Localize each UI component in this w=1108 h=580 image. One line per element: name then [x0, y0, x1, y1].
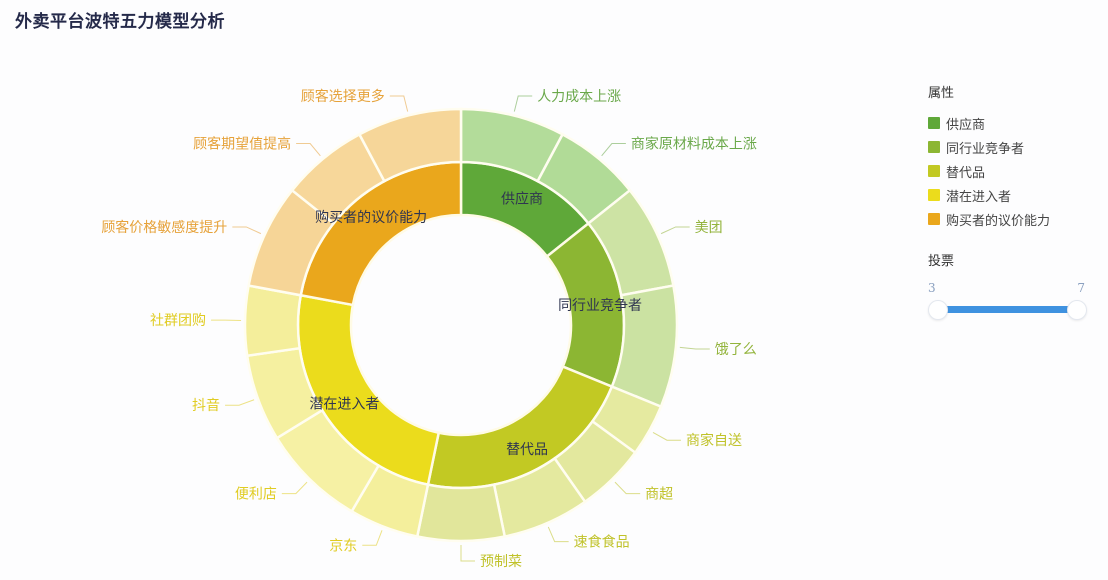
label-leader-line: [601, 143, 626, 157]
label-leader-line: [389, 95, 409, 112]
label-leader-line: [460, 545, 475, 562]
legend-label: 潜在进入者: [946, 189, 1012, 205]
label-leader-line: [652, 431, 681, 441]
slider-track[interactable]: [928, 299, 1093, 320]
legend-item[interactable]: 替代品: [928, 159, 1050, 183]
legend-item[interactable]: 购买者的议价能力: [928, 207, 1050, 231]
slider-range-fill: [946, 306, 1075, 313]
legend-items: 供应商同行业竞争者替代品潜在进入者购买者的议价能力: [928, 111, 1050, 231]
legend-label: 购买者的议价能力: [946, 213, 1051, 229]
vote-range-slider: 投票 3 7: [928, 250, 1093, 320]
legend-title: 属性: [928, 86, 955, 101]
inner-segment-label: 潜在进入者: [309, 396, 379, 412]
legend-item[interactable]: 供应商: [928, 111, 1050, 135]
slider-values: 3 7: [928, 281, 1093, 297]
outer-segment-label: 人力成本上涨: [537, 89, 621, 105]
outer-segment-label: 商家原材料成本上涨: [631, 136, 757, 153]
outer-segment-label: 京东: [329, 538, 357, 554]
outer-segment-label: 顾客选择更多: [301, 88, 385, 105]
legend-swatch-icon: [928, 165, 940, 177]
outer-segment-label: 便利店: [235, 487, 277, 503]
legend-swatch-icon: [928, 141, 940, 153]
outer-segment-label: 抖音: [192, 397, 220, 414]
outer-segment-label: 商超: [645, 487, 673, 503]
legend-swatch-icon: [928, 189, 940, 201]
outer-ring: [243, 107, 679, 543]
label-leader-line: [660, 226, 690, 235]
inner-segment-label: 同行业竞争者: [558, 297, 642, 314]
slider-max-handle[interactable]: [1067, 300, 1087, 320]
outer-segment-label: 速食食品: [574, 534, 630, 551]
slider-min-handle[interactable]: [928, 300, 948, 320]
outer-segment-label: 预制菜: [480, 554, 522, 570]
label-leader-line: [362, 530, 383, 546]
page-title: 外卖平台波特五力模型分析: [15, 12, 225, 32]
outer-segment-label: 社群团购: [150, 313, 206, 329]
outer-segment[interactable]: [243, 284, 303, 358]
inner-segment-label: 供应商: [501, 190, 543, 207]
label-leader-line: [281, 481, 308, 495]
legend-item[interactable]: 潜在进入者: [928, 183, 1050, 207]
legend-swatch-icon: [928, 213, 940, 225]
label-leader-line: [232, 226, 262, 235]
label-leader-line: [547, 526, 569, 543]
legend-label: 供应商: [946, 117, 986, 133]
inner-segment-label: 替代品: [506, 442, 548, 458]
outer-segment[interactable]: [357, 107, 463, 183]
outer-segment-label: 美团: [695, 220, 723, 236]
inner-segment-label: 购买者的议价能力: [315, 210, 427, 226]
label-leader-line: [296, 143, 321, 157]
outer-segment[interactable]: [415, 483, 507, 543]
label-leader-line: [225, 399, 255, 406]
outer-segment-label: 商家自送: [686, 432, 742, 449]
label-leader-line: [614, 481, 641, 495]
slider-min-value: 3: [928, 281, 936, 295]
label-leader-line: [679, 346, 710, 350]
legend-label: 替代品: [946, 165, 986, 181]
slider-max-value: 7: [1077, 281, 1085, 295]
legend-label: 同行业竞争者: [946, 141, 1025, 157]
outer-segment-label: 顾客期望值提高: [193, 136, 291, 153]
outer-segment-label: 饿了么: [715, 342, 757, 358]
legend-swatch-icon: [928, 117, 940, 129]
outer-segment-label: 顾客价格敏感度提升: [101, 219, 227, 236]
slider-title: 投票: [928, 254, 955, 269]
legend-item[interactable]: 同行业竞争者: [928, 135, 1050, 159]
label-leader-line: [513, 95, 533, 112]
legend: 属性 供应商同行业竞争者替代品潜在进入者购买者的议价能力: [928, 82, 1050, 231]
